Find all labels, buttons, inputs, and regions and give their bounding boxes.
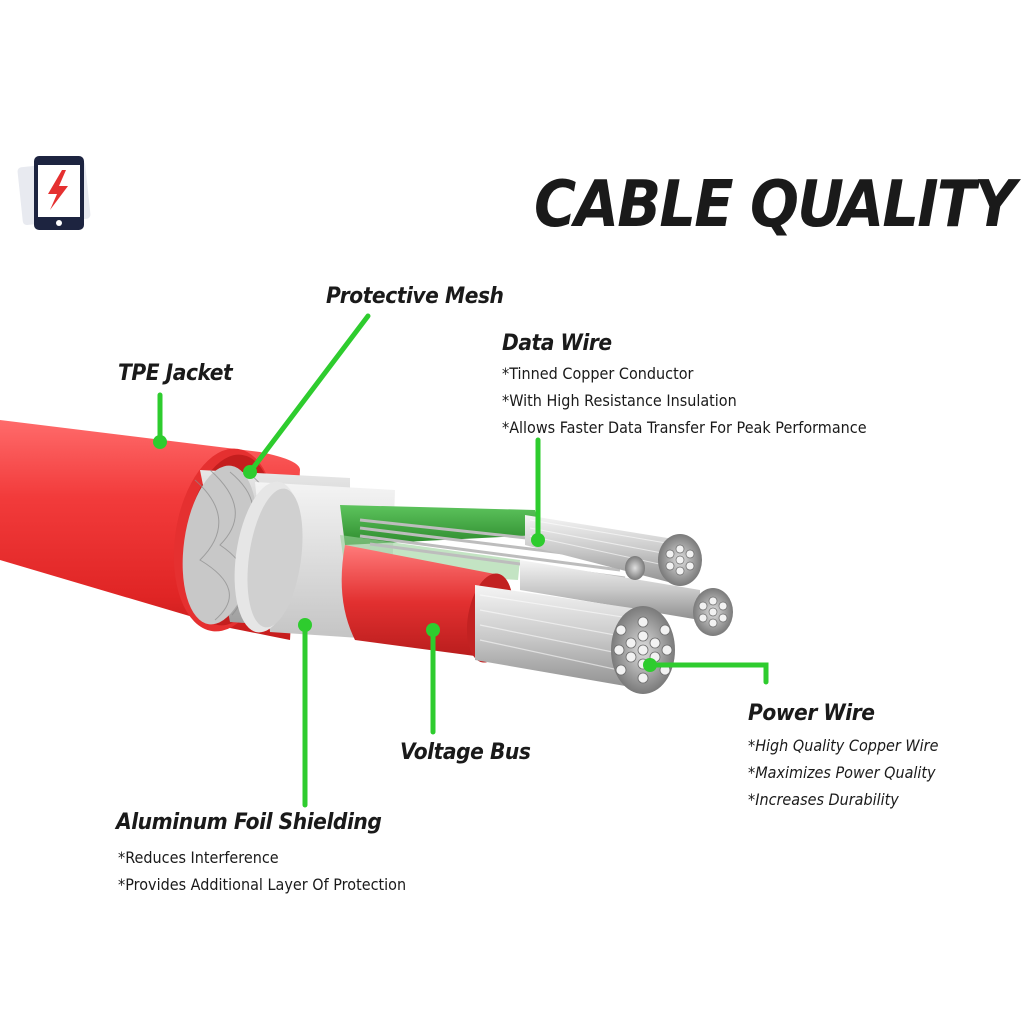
power-wire-note: *High Quality Copper Wire — [748, 736, 939, 755]
data-wire-note: *Tinned Copper Conductor — [502, 364, 694, 383]
data-wire-note: *Allows Faster Data Transfer For Peak Pe… — [502, 418, 867, 437]
data-wire-label: Data Wire — [502, 331, 612, 356]
callout-protective-mesh — [247, 313, 371, 475]
callout-lines — [157, 313, 769, 808]
aluminum-foil-notes: *Reduces Interference *Provides Addition… — [118, 844, 406, 898]
protective-mesh-label: Protective Mesh — [326, 284, 504, 309]
power-wire-label: Power Wire — [748, 701, 875, 726]
callout-power-wire — [647, 662, 769, 685]
data-wire-end — [658, 534, 702, 586]
tpe-jacket-label: TPE Jacket — [118, 361, 233, 386]
signal-wire-end — [698, 596, 728, 628]
power-wire-note: *Increases Durability — [748, 790, 899, 809]
data-wire-note: *With High Resistance Insulation — [502, 391, 737, 410]
data-wire-notes: *Tinned Copper Conductor *With High Resi… — [502, 360, 867, 441]
aluminum-foil-note: *Reduces Interference — [118, 848, 279, 867]
aluminum-foil-note: *Provides Additional Layer Of Protection — [118, 875, 407, 894]
page-title: CABLE QUALITY — [534, 168, 1016, 242]
phone-charging-icon — [17, 156, 91, 230]
aluminum-foil-label: Aluminum Foil Shielding — [116, 810, 382, 835]
voltage-bus-label: Voltage Bus — [400, 740, 531, 765]
callout-dots — [153, 435, 657, 672]
power-wire — [475, 585, 675, 694]
power-wire-note: *Maximizes Power Quality — [748, 763, 936, 782]
power-wire-notes: *High Quality Copper Wire *Maximizes Pow… — [748, 732, 938, 813]
